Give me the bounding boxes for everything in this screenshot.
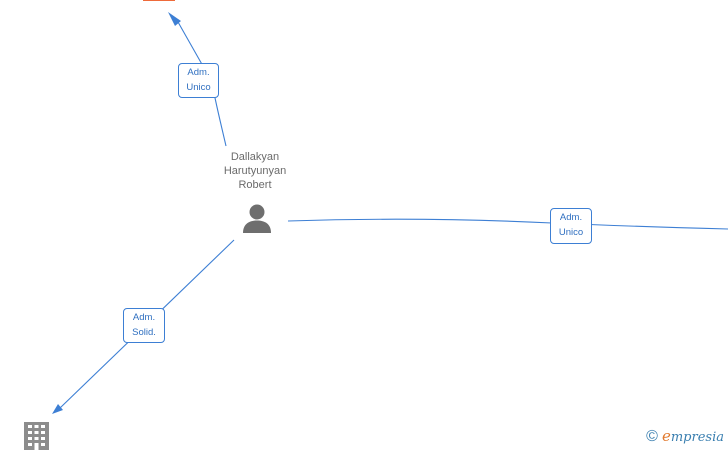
brand-name: mpresia <box>670 430 724 445</box>
role-label-bottom[interactable]: Adm. Solid. <box>123 308 165 343</box>
person-icon[interactable] <box>240 203 274 235</box>
person-name[interactable]: Dallakyan Harutyunyan Robert <box>223 151 287 191</box>
edge-to-right-company <box>287 218 728 230</box>
role-label-top[interactable]: Adm. Unico <box>178 63 219 98</box>
arrow-top-company <box>168 12 181 26</box>
role-label-right[interactable]: Adm. Unico <box>550 208 592 244</box>
brand-logo: empresia <box>662 428 724 446</box>
empresia-watermark: © empresia <box>646 428 724 446</box>
building-icon[interactable] <box>24 422 49 450</box>
company-node-marker[interactable] <box>143 0 175 1</box>
copyright-icon: © <box>646 428 658 445</box>
arrow-bottom-left-company <box>52 404 63 414</box>
brand-initial: e <box>661 427 671 445</box>
